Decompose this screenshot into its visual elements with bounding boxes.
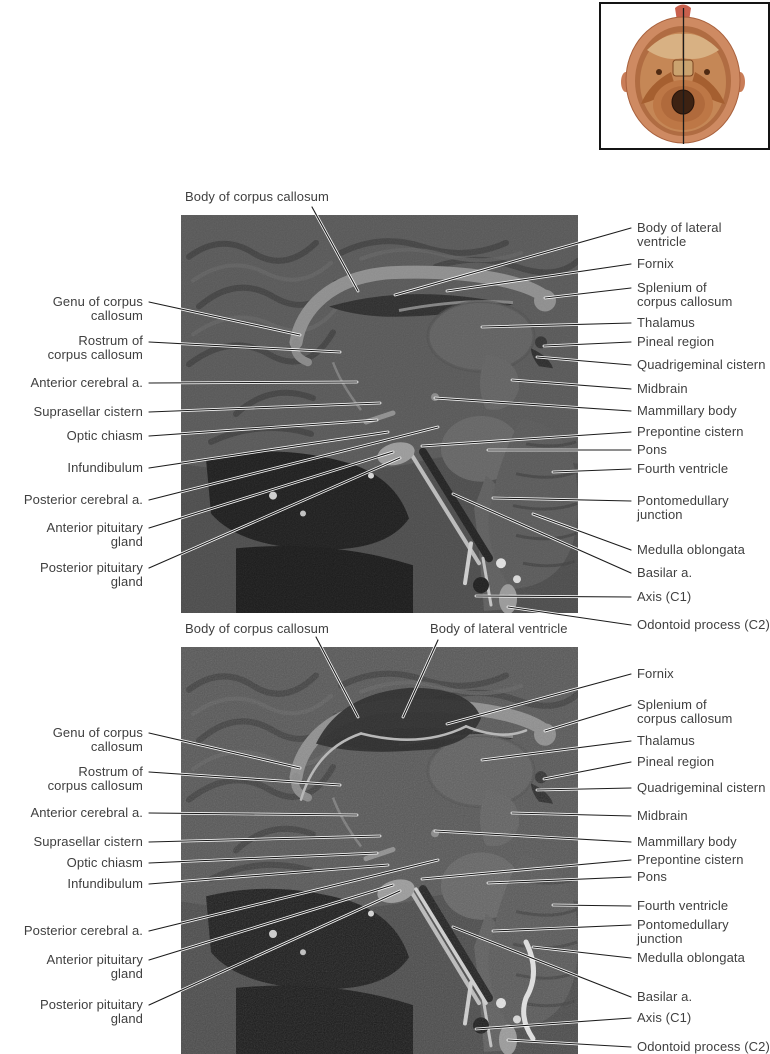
orientation-inset bbox=[599, 2, 770, 150]
label-body-of-lateral-ventricle: Body of lateral ventricle bbox=[637, 220, 722, 249]
label-axis-c1: Axis (C1) bbox=[637, 589, 692, 604]
label-thalamus: Thalamus bbox=[637, 315, 695, 330]
label-mammillary-body: Mammillary body bbox=[637, 834, 737, 849]
label-odontoid-process-c2: Odontoid process (C2) bbox=[637, 1039, 770, 1054]
label-infundibulum: Infundibulum bbox=[67, 876, 143, 891]
label-body-of-lateral-ventricle: Body of lateral ventricle bbox=[430, 621, 568, 636]
label-posterior-pituitary-gland: Posterior pituitary gland bbox=[39, 560, 143, 589]
label-pineal-region: Pineal region bbox=[637, 334, 715, 349]
label-fornix: Fornix bbox=[637, 256, 674, 271]
mri-sagittal-panel-top bbox=[181, 215, 578, 613]
label-genu-of-corpus-callosum: Genu of corpus callosum bbox=[52, 725, 143, 754]
label-quadrigeminal-cistern: Quadrigeminal cistern bbox=[637, 780, 766, 795]
label-posterior-cerebral-artery: Posterior cerebral a. bbox=[23, 492, 143, 507]
label-midbrain: Midbrain bbox=[637, 381, 688, 396]
label-anterior-pituitary-gland: Anterior pituitary gland bbox=[46, 952, 143, 981]
label-anterior-cerebral-artery: Anterior cerebral a. bbox=[30, 375, 143, 390]
label-rostrum-of-corpus-callosum: Rostrum of corpus callosum bbox=[47, 764, 143, 793]
label-optic-chiasm: Optic chiasm bbox=[66, 855, 143, 870]
label-posterior-pituitary-gland: Posterior pituitary gland bbox=[39, 997, 143, 1026]
label-medulla-oblongata: Medulla oblongata bbox=[637, 950, 745, 965]
label-genu-of-corpus-callosum: Genu of corpus callosum bbox=[52, 294, 143, 323]
label-axis-c1: Axis (C1) bbox=[637, 1010, 692, 1025]
label-splenium-of-corpus-callosum: Splenium of corpus callosum bbox=[637, 697, 733, 726]
label-thalamus: Thalamus bbox=[637, 733, 695, 748]
label-suprasellar-cistern: Suprasellar cistern bbox=[33, 404, 143, 419]
label-pontomedullary-junction: Pontomedullary junction bbox=[637, 493, 729, 522]
label-posterior-cerebral-artery: Posterior cerebral a. bbox=[23, 923, 143, 938]
label-suprasellar-cistern: Suprasellar cistern bbox=[33, 834, 143, 849]
label-rostrum-of-corpus-callosum: Rostrum of corpus callosum bbox=[47, 333, 143, 362]
label-prepontine-cistern: Prepontine cistern bbox=[637, 852, 744, 867]
label-body-of-corpus-callosum: Body of corpus callosum bbox=[185, 189, 329, 204]
label-anterior-cerebral-artery: Anterior cerebral a. bbox=[30, 805, 143, 820]
axial-skull-illustration bbox=[601, 4, 768, 148]
label-prepontine-cistern: Prepontine cistern bbox=[637, 424, 744, 439]
label-infundibulum: Infundibulum bbox=[67, 460, 143, 475]
label-quadrigeminal-cistern: Quadrigeminal cistern bbox=[637, 357, 766, 372]
label-medulla-oblongata: Medulla oblongata bbox=[637, 542, 745, 557]
label-fourth-ventricle: Fourth ventricle bbox=[637, 461, 729, 476]
mri-sagittal-panel-bottom bbox=[181, 647, 578, 1054]
label-basilar-artery: Basilar a. bbox=[637, 565, 693, 580]
label-splenium-of-corpus-callosum: Splenium of corpus callosum bbox=[637, 280, 733, 309]
label-mammillary-body: Mammillary body bbox=[637, 403, 737, 418]
label-anterior-pituitary-gland: Anterior pituitary gland bbox=[46, 520, 143, 549]
label-basilar-artery: Basilar a. bbox=[637, 989, 693, 1004]
label-midbrain: Midbrain bbox=[637, 808, 688, 823]
label-odontoid-process-c2: Odontoid process (C2) bbox=[637, 617, 770, 632]
label-pineal-region: Pineal region bbox=[637, 754, 715, 769]
label-optic-chiasm: Optic chiasm bbox=[66, 428, 143, 443]
label-fornix: Fornix bbox=[637, 666, 674, 681]
label-pontomedullary-junction: Pontomedullary junction bbox=[637, 917, 729, 946]
label-pons: Pons bbox=[637, 869, 668, 884]
label-fourth-ventricle: Fourth ventricle bbox=[637, 898, 729, 913]
label-pons: Pons bbox=[637, 442, 668, 457]
label-body-of-corpus-callosum: Body of corpus callosum bbox=[185, 621, 329, 636]
